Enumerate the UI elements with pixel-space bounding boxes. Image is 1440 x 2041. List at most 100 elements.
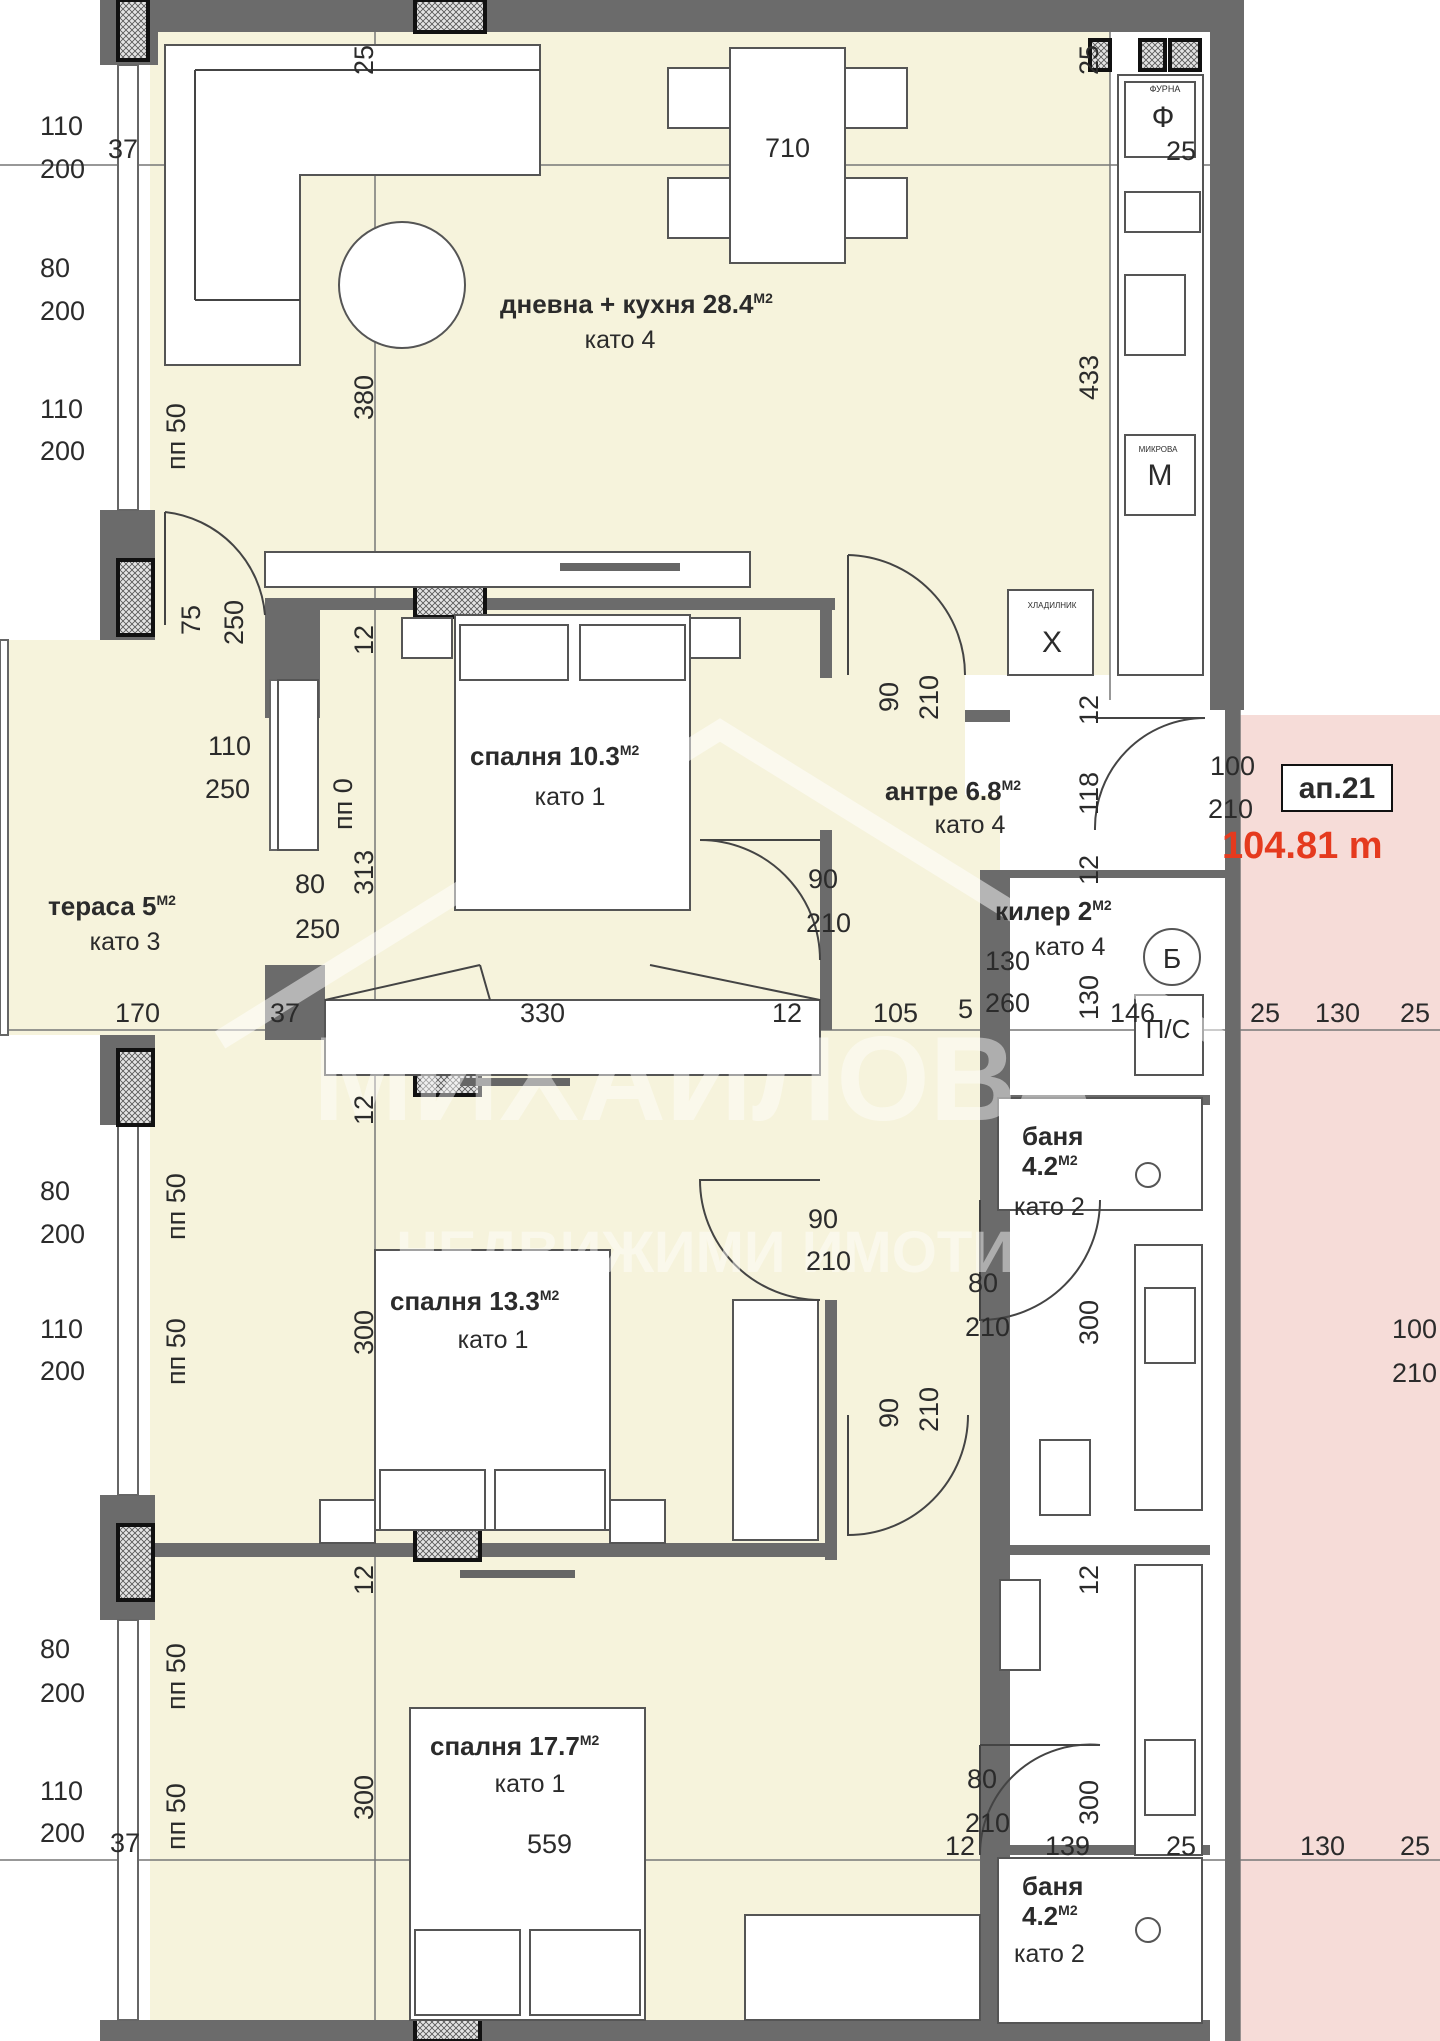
plan-shape bbox=[1225, 700, 1240, 2041]
dimension-label: пп 50 bbox=[161, 1318, 191, 1385]
dimension-label: 313 bbox=[349, 850, 379, 895]
plan-shape bbox=[1117, 74, 1204, 676]
plan-shape bbox=[324, 999, 821, 1076]
dimension-label: 100 bbox=[1210, 751, 1255, 781]
dimension-label: пп 50 bbox=[161, 403, 191, 470]
plan-shape bbox=[379, 1469, 486, 1531]
plan-shape bbox=[414, 1929, 521, 2016]
appliance-labels: ФУРНА Ф МИКРОВА М ХЛАДИЛНИК X Б П/С bbox=[1028, 84, 1191, 1044]
dimension-label: 90 bbox=[874, 1398, 904, 1428]
dimension-label: 80 bbox=[40, 1634, 70, 1664]
plan-shape bbox=[847, 554, 966, 676]
doors bbox=[164, 511, 1206, 1856]
dimension-label: 80 bbox=[40, 253, 70, 283]
dimension-label: 139 bbox=[1045, 1831, 1090, 1861]
plan-shape bbox=[117, 1619, 139, 2021]
dimension-label: 110 bbox=[40, 394, 83, 424]
dimension-label: 12 bbox=[945, 1831, 975, 1861]
apartment-badge: ап.21 104.81 m bbox=[1222, 764, 1393, 867]
plan-shape bbox=[460, 1570, 575, 1578]
plan-shape bbox=[744, 1914, 981, 2021]
bedroom-2-floor: като 1 bbox=[458, 1326, 529, 1354]
dimension-label: 25 bbox=[1400, 1831, 1430, 1861]
plan-shape bbox=[1124, 81, 1196, 158]
dimension-label: 90 bbox=[874, 682, 904, 712]
plan-shape bbox=[667, 67, 731, 129]
dimension-label: 146 bbox=[1110, 998, 1155, 1028]
dimension-label: 12 bbox=[349, 625, 379, 655]
dimension-label: 12 bbox=[349, 1095, 379, 1125]
dimension-label: 170 bbox=[115, 998, 160, 1028]
dimension-label: 200 bbox=[40, 1818, 85, 1848]
fridge-icon: X bbox=[1042, 626, 1062, 659]
dimension-label: пп 50 bbox=[161, 1783, 191, 1850]
plan-shape bbox=[699, 839, 821, 961]
plan-shape bbox=[1000, 870, 1240, 878]
plan-shape bbox=[609, 1499, 666, 1544]
plan-shape bbox=[100, 2020, 1210, 2041]
dimension-label: 37 bbox=[270, 998, 300, 1028]
plan-shape bbox=[117, 1124, 139, 1496]
plan-shape bbox=[844, 67, 908, 129]
terrace-floor: като 3 bbox=[90, 928, 161, 956]
dimension-label: 105 bbox=[873, 998, 918, 1028]
dimension-label: 25 bbox=[1400, 998, 1430, 1028]
dimension-label: 110 bbox=[40, 1314, 83, 1344]
plan-shape bbox=[1144, 1739, 1196, 1816]
plan-shape bbox=[980, 1545, 1210, 1555]
furniture bbox=[164, 44, 1204, 2024]
plan-shape bbox=[277, 679, 319, 851]
dimension-label: 330 bbox=[520, 998, 565, 1028]
plan-shape bbox=[1138, 38, 1167, 72]
oven-caption: ФУРНА bbox=[1150, 84, 1181, 94]
dimension-label: 5 bbox=[958, 994, 973, 1024]
dimension-label: 130 bbox=[1300, 1831, 1345, 1861]
storage-label: килер 2M2 bbox=[995, 896, 1112, 926]
terrace-label: тераса 5M2 bbox=[48, 891, 176, 921]
living-room-floor: като 4 bbox=[585, 326, 656, 354]
plan-shape bbox=[965, 710, 1010, 722]
plan-shape bbox=[494, 1469, 606, 1531]
dimension-label: 200 bbox=[40, 436, 85, 466]
plan-shape bbox=[338, 221, 466, 349]
dimension-label: 300 bbox=[349, 1775, 379, 1820]
plan-shape bbox=[158, 0, 1244, 32]
plan-shape bbox=[214, 718, 1226, 1049]
dimensions: 110 200 37 80 200 110 200 80 200 110 200… bbox=[40, 45, 1437, 1861]
plan-shape bbox=[1143, 928, 1201, 986]
plan-shape bbox=[820, 598, 832, 678]
dimension-label: 200 bbox=[40, 1678, 85, 1708]
plan-shape bbox=[1168, 38, 1202, 72]
plan-shape bbox=[116, 1523, 155, 1602]
dimension-label: 250 bbox=[295, 914, 340, 944]
bathroom-2-floor: като 2 bbox=[1014, 1940, 1085, 1968]
plan-shape bbox=[0, 639, 9, 1036]
dimension-label: 200 bbox=[40, 296, 85, 326]
dimension-label: 100 bbox=[1392, 1314, 1437, 1344]
dimension-label: 210 bbox=[965, 1312, 1010, 1342]
dimension-label: 130 bbox=[1074, 975, 1104, 1020]
plan-shape bbox=[459, 624, 569, 681]
washer-icon: П/С bbox=[1146, 1014, 1191, 1044]
boiler-icon: Б bbox=[1163, 943, 1181, 974]
plan-shape bbox=[997, 1857, 1203, 2024]
plan-shape bbox=[667, 177, 731, 239]
dimension-label: 12 bbox=[1074, 695, 1104, 725]
dimension-label: 90 bbox=[808, 864, 838, 894]
plan-shape bbox=[529, 1929, 641, 2016]
plan-shape bbox=[997, 1097, 1203, 1211]
dimension-label: 80 bbox=[967, 1764, 997, 1794]
plan-shape bbox=[979, 1199, 1101, 1322]
plan-shape bbox=[1007, 589, 1094, 676]
plan-shape bbox=[117, 64, 139, 511]
plan-shape bbox=[164, 44, 541, 366]
dimension-label: 25 bbox=[1250, 998, 1280, 1028]
bedroom-2-label: спалня 13.3M2 bbox=[390, 1286, 560, 1316]
plan-shape bbox=[560, 563, 680, 571]
dimension-label: 110 bbox=[40, 111, 83, 141]
dimension-label: 210 bbox=[806, 908, 851, 938]
dimension-label: 250 bbox=[219, 600, 249, 645]
bedroom-1-floor: като 1 bbox=[535, 783, 606, 811]
plan-shape bbox=[732, 1299, 819, 1541]
